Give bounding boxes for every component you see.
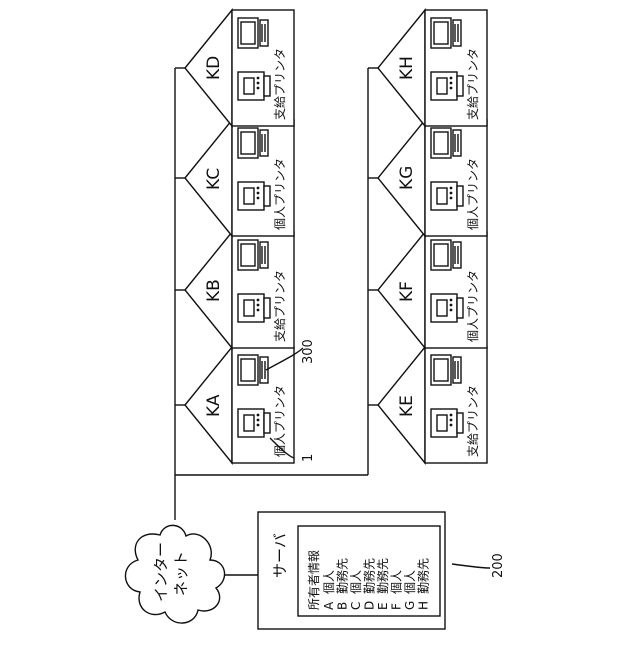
house-ke: KE 支給プリンタ xyxy=(378,347,487,463)
owner-letter: B xyxy=(336,602,350,610)
house-id-label: KD xyxy=(204,56,224,80)
owner-letter: F xyxy=(390,603,404,610)
printer-icon xyxy=(431,72,463,100)
owner-row: C 個人 xyxy=(349,570,363,610)
house-id-label: KF xyxy=(397,281,417,302)
printer-icon xyxy=(238,182,270,210)
owner-row: D 勤務先 xyxy=(363,558,377,610)
owner-row: G 個人 xyxy=(403,570,417,610)
computer-icon xyxy=(238,18,268,48)
printer-icon xyxy=(431,294,463,322)
owner-type: 勤務先 xyxy=(336,558,350,594)
owner-type: 個人 xyxy=(349,570,363,594)
printer-type-label: 個人プリンタ xyxy=(273,385,287,457)
printer-type-label: 個人プリンタ xyxy=(466,158,480,230)
owner-row: A 個人 xyxy=(322,570,336,610)
house-id-label: KG xyxy=(397,166,417,190)
printer-icon xyxy=(238,72,270,100)
printer-type-label: 個人プリンタ xyxy=(466,270,480,342)
houses: KA 個人プリンタ KB 支給プリンタ KC 個人プリンタ KD 支給プリンタ KE 支給プリンタ… xyxy=(185,10,487,463)
house-id-label: KH xyxy=(397,56,417,80)
ref-200-label: 200 xyxy=(491,553,506,578)
printer-type-label: 支給プリンタ xyxy=(466,385,480,457)
owner-type: 勤務先 xyxy=(363,558,377,594)
house-kh: KH 支給プリンタ xyxy=(378,10,487,126)
internet-label-line2: ネット xyxy=(172,551,190,596)
house-kd: KD 支給プリンタ xyxy=(185,10,294,126)
internet-cloud: インター ネット xyxy=(125,525,224,623)
ref-300-label: 300 xyxy=(301,339,316,364)
computer-icon xyxy=(238,128,268,158)
owner-letter: G xyxy=(403,601,417,610)
house-kf: KF 個人プリンタ xyxy=(378,232,487,348)
owner-letter: E xyxy=(376,602,390,610)
computer-icon xyxy=(431,355,461,385)
ref-1-label: 1 xyxy=(301,454,316,462)
house-id-label: KA xyxy=(204,394,224,417)
owner-type: 個人 xyxy=(322,570,336,594)
printer-icon xyxy=(238,409,270,437)
printer-icon xyxy=(431,182,463,210)
computer-icon xyxy=(431,128,461,158)
house-id-label: KE xyxy=(397,395,417,417)
owner-letter: H xyxy=(417,601,431,610)
printer-type-label: 支給プリンタ xyxy=(466,48,480,120)
server-title: サーバ xyxy=(271,533,289,578)
house-kc: KC 個人プリンタ xyxy=(185,120,294,236)
owner-type: 個人 xyxy=(390,570,404,594)
computer-icon xyxy=(238,240,268,270)
owner-type: 個人 xyxy=(403,570,417,594)
house-id-label: KC xyxy=(204,168,224,190)
owner-type: 勤務先 xyxy=(417,558,431,594)
computer-icon xyxy=(238,355,268,385)
owner-row: B 勤務先 xyxy=(336,558,350,610)
printer-icon xyxy=(238,294,270,322)
house-kb: KB 支給プリンタ xyxy=(185,232,294,348)
computer-icon xyxy=(431,18,461,48)
owner-row: H 勤務先 xyxy=(417,558,431,610)
server: サーバ 所有者情報 A個人B勤務先C個人D勤務先E勤務先F個人G個人H勤務先 xyxy=(258,512,445,629)
house-kg: KG 個人プリンタ xyxy=(378,120,487,236)
owner-type: 勤務先 xyxy=(376,558,390,594)
house-id-label: KB xyxy=(204,279,224,302)
owner-letter: D xyxy=(363,601,377,610)
printer-type-label: 支給プリンタ xyxy=(273,48,287,120)
owner-letter: A xyxy=(322,601,336,610)
printer-icon xyxy=(431,409,463,437)
ref-200-leader xyxy=(452,564,490,568)
printer-type-label: 支給プリンタ xyxy=(273,270,287,342)
owner-info-heading: 所有者情報 xyxy=(307,550,321,610)
internet-label-line1: インター xyxy=(152,542,170,602)
printer-type-label: 個人プリンタ xyxy=(273,158,287,230)
owner-row: F 個人 xyxy=(390,570,404,610)
computer-icon xyxy=(431,240,461,270)
owner-letter: C xyxy=(349,602,363,610)
